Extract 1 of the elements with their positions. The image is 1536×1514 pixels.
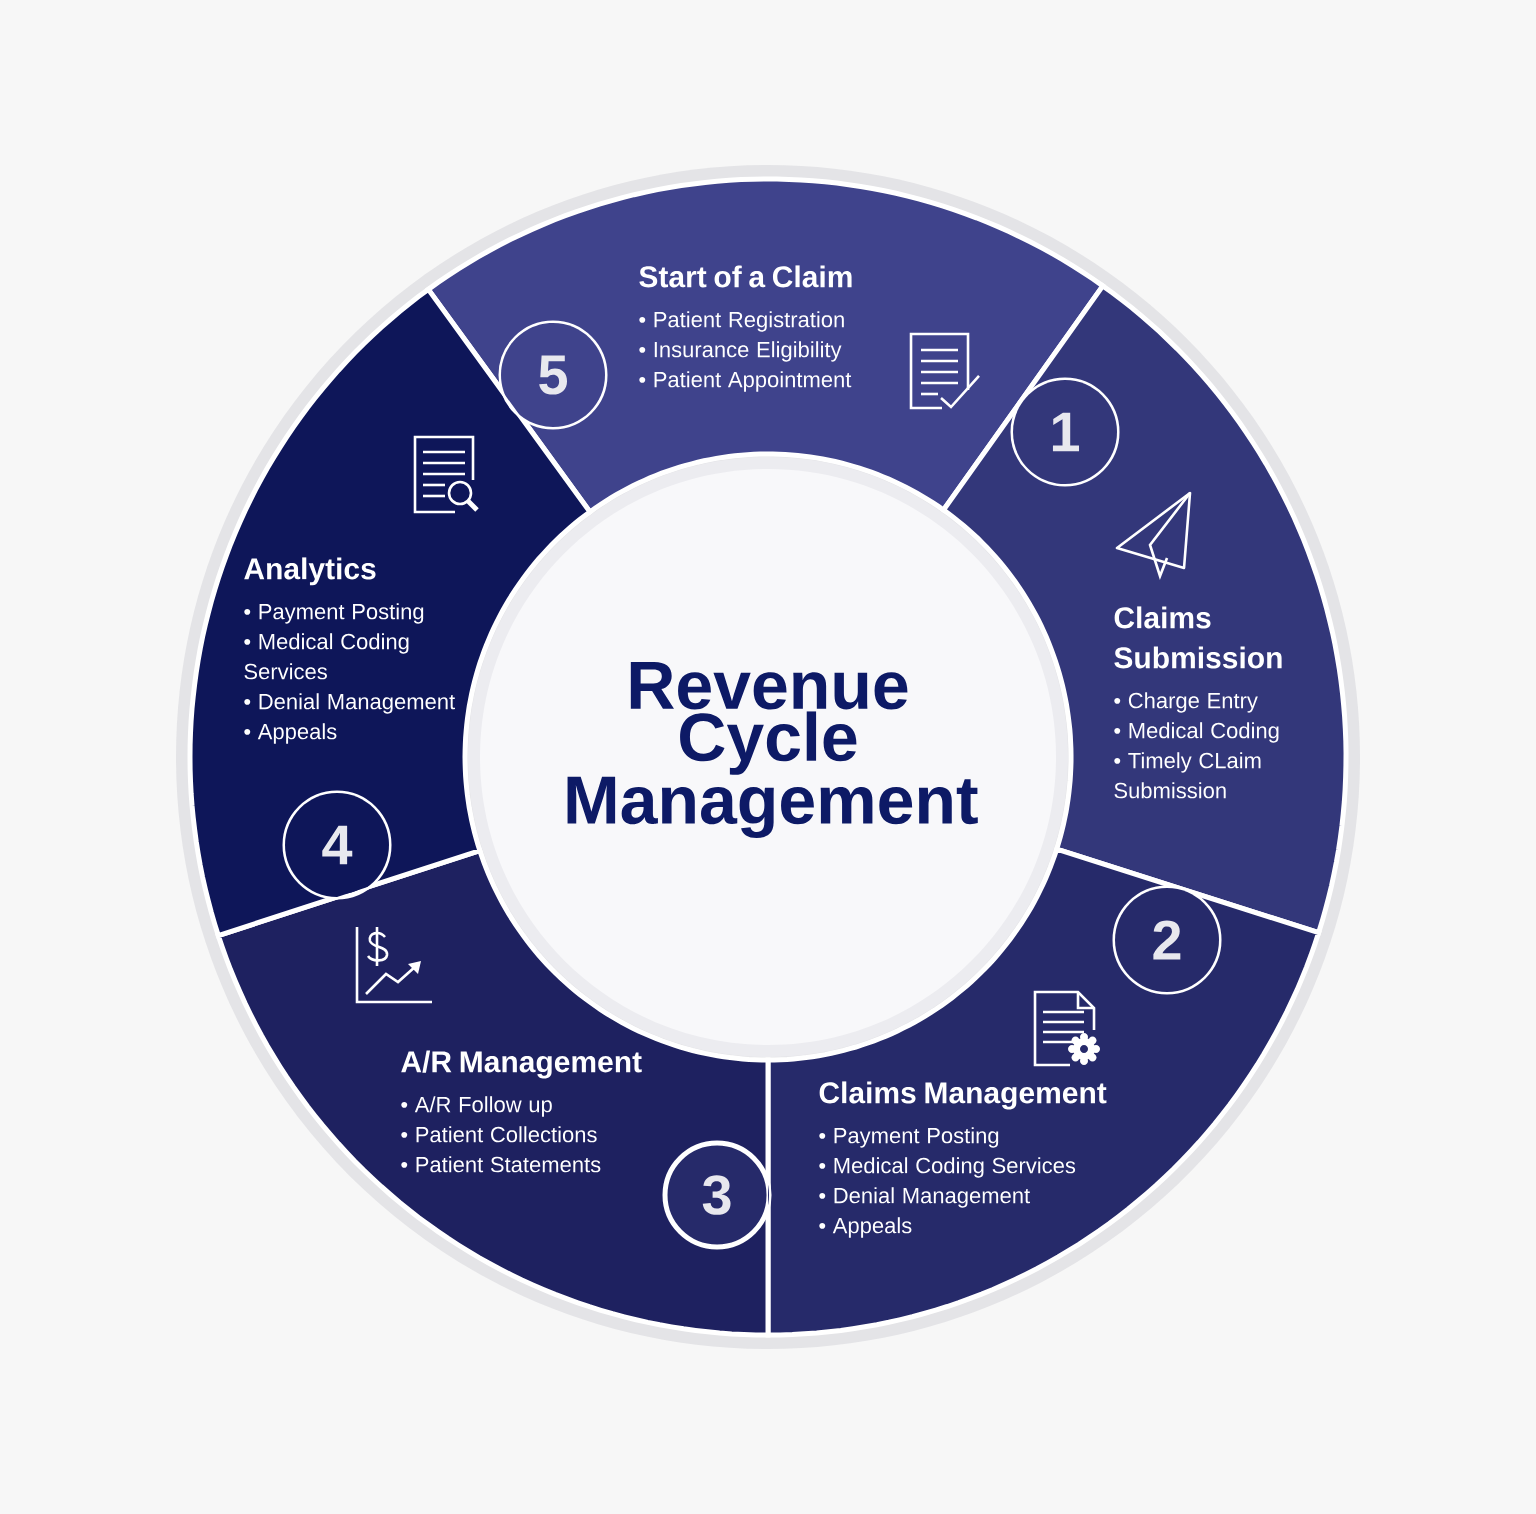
puzzle-tab: 3 [662,1140,772,1250]
